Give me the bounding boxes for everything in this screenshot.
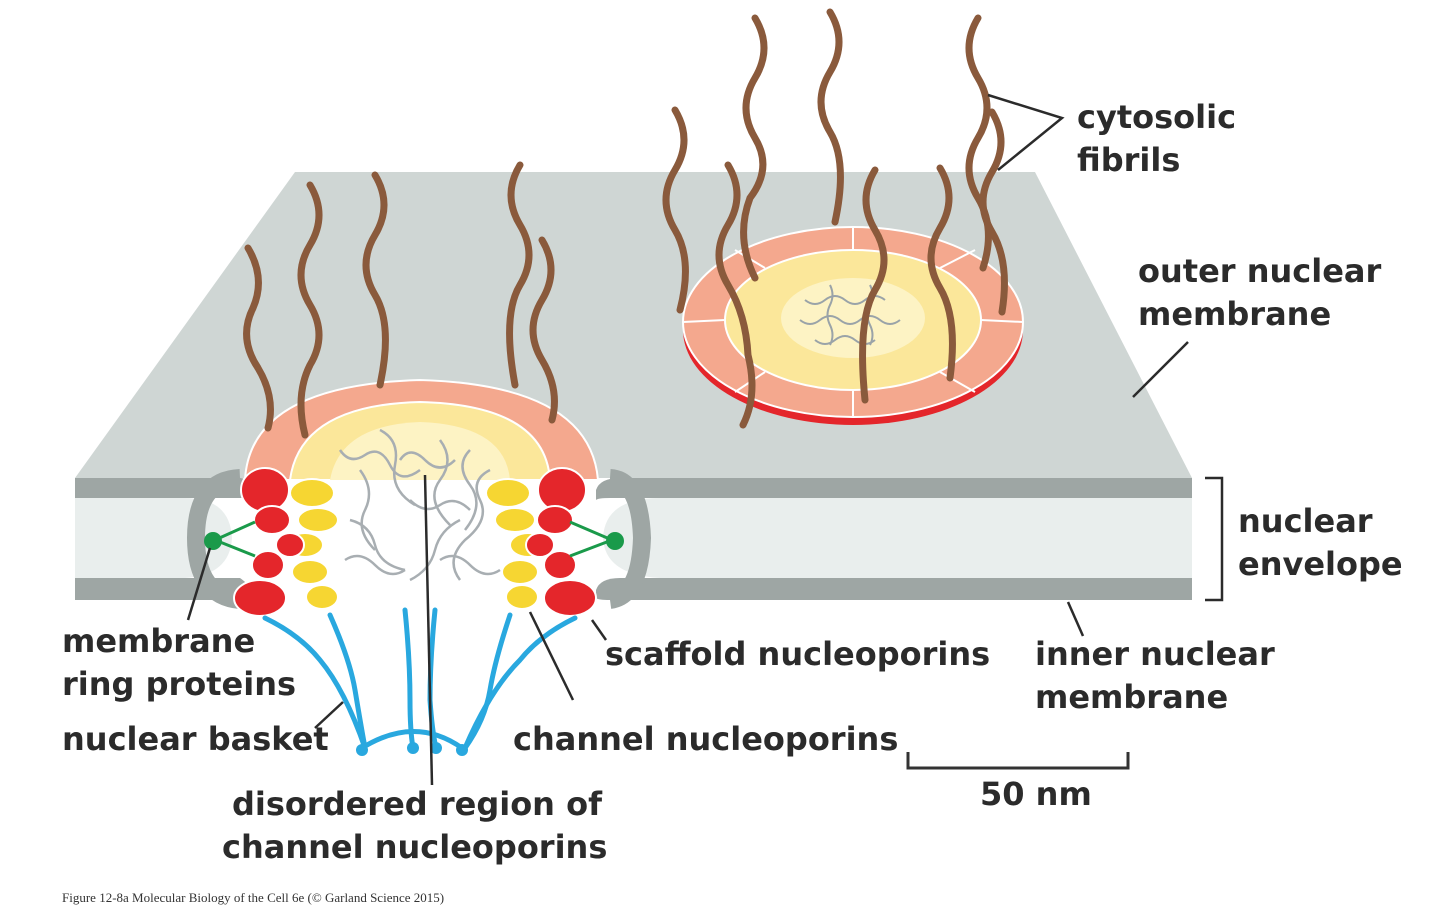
membrane-curve-right (607, 469, 652, 609)
outer-membrane-edge-right (596, 478, 1192, 500)
perinuclear-lumen-right (603, 498, 1192, 578)
figure-caption: Figure 12-8a Molecular Biology of the Ce… (62, 890, 445, 905)
leader-lines (186, 93, 1224, 786)
cytosolic-fibrils (243, 8, 1008, 439)
membrane-curve-left (186, 469, 242, 609)
scale-bar (906, 752, 1130, 770)
pore-top-view (682, 226, 1024, 425)
inner-membrane-right (596, 578, 1192, 600)
label-scaffold-nucleoporins: scaffold nucleoporins (605, 635, 991, 673)
outer-nuclear-membrane-surface (75, 172, 1192, 478)
label-nuclear-basket: nuclear basket (62, 720, 329, 758)
label-channel-nucleoporins: channel nucleoporins (513, 720, 899, 758)
label-scale-bar: 50 nm (980, 775, 1092, 813)
